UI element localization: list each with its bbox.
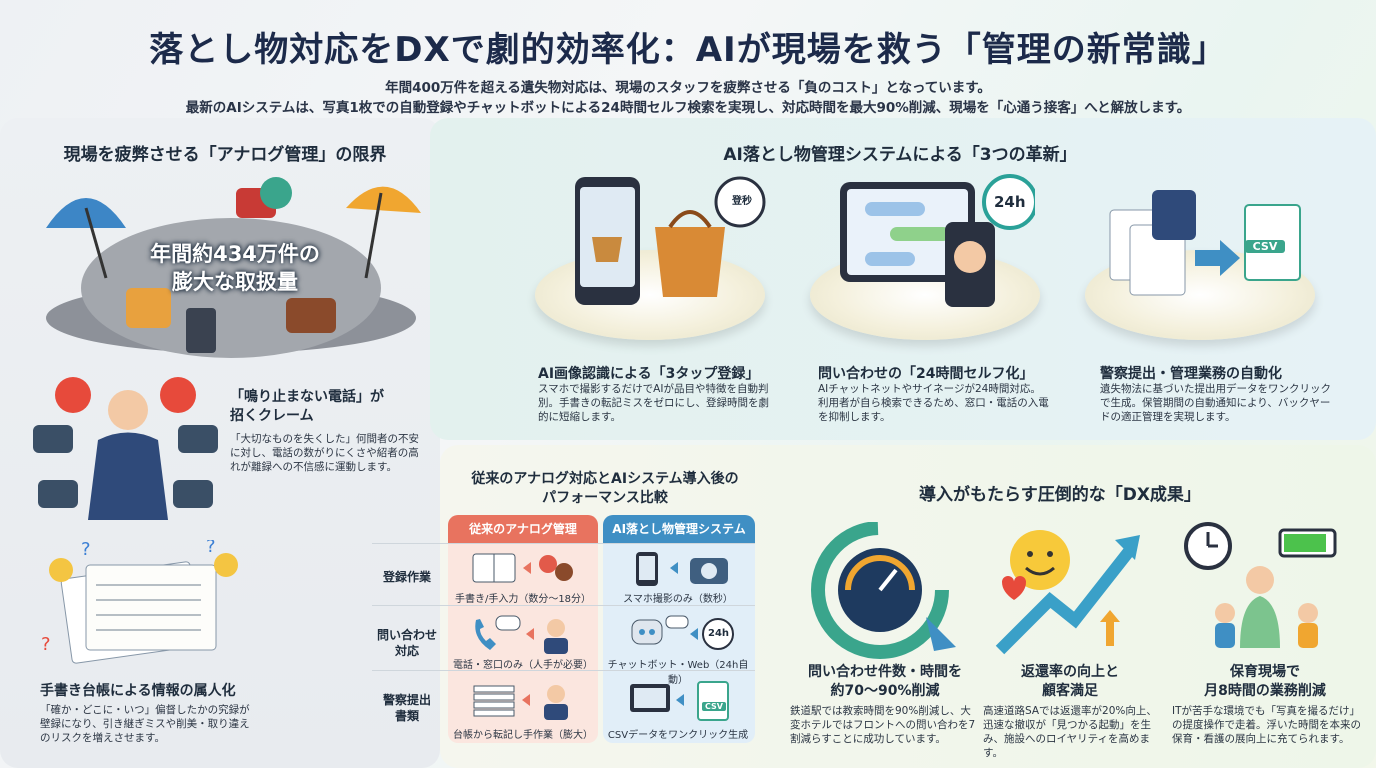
ledger-description: 「確か・どこに・いつ」偏督したかの究録が壁録になり、引き継ぎミスや削美・取り違え… bbox=[40, 704, 250, 744]
24h-badge: 24h bbox=[994, 193, 1026, 211]
result-3-title-line-1: 保育現場で bbox=[1230, 664, 1300, 680]
pile-label-line-2: 膨大な取扱量 bbox=[172, 270, 298, 294]
cell-old-inquiry: 電話・窓口のみ（人手が必要） bbox=[453, 660, 593, 671]
result-1-title-line-2: 約70〜90%削減 bbox=[830, 683, 940, 699]
nursery-clock-battery-icon bbox=[1184, 522, 1337, 648]
lost-items-pile-icon bbox=[46, 177, 421, 358]
divider bbox=[372, 605, 755, 606]
divider bbox=[372, 543, 755, 544]
subtitle-line-2: 最新のAIシステムは、写真1枚での自動登録やチャットボットによる24時間セルフ検… bbox=[185, 100, 1191, 116]
phone-description: 「大切なものを失くした」何間者の不安に対し、電話の数がりにくさや紹者の高れが離録… bbox=[230, 433, 419, 473]
platform-1 bbox=[535, 250, 765, 340]
speedometer-down-arrow-icon bbox=[811, 522, 956, 659]
innovation-3-title: 警察提出・管理業務の自動化 bbox=[1100, 366, 1282, 382]
stressed-staff-phones-icon bbox=[33, 377, 218, 520]
page-title: 落とし物対応をDXで劇的効率化：AIが現場を救う「管理の新常識」 bbox=[149, 30, 1227, 70]
paper-stack-staff-icon bbox=[473, 685, 568, 720]
results-heading: 導入がもたらす圧倒的な「DX成果」 bbox=[919, 485, 1201, 505]
result-3-title-line-2: 月8時間の業務削減 bbox=[1204, 683, 1326, 699]
svg-text:?: ? bbox=[81, 540, 91, 560]
result-2-text: 高速道路SAでは返還率が20%向上、迅速な撤収が「見つかる起動」を生み、施設への… bbox=[983, 705, 1157, 759]
phone-title-line-1: 「鳴り止まない電話」が bbox=[230, 389, 384, 405]
innovation-1-title: AI画像認識による「3タップ登録」 bbox=[538, 366, 760, 382]
divider bbox=[372, 670, 755, 671]
innovation-2-title: 問い合わせの「24時間セルフ化」 bbox=[818, 366, 1034, 382]
row-csv-badge: CSV bbox=[702, 702, 726, 711]
cell-new-police: CSVデータをワンクリック生成 bbox=[607, 730, 749, 741]
smartphone-camera-bag-icon bbox=[575, 176, 766, 305]
row-24h-badge: 24h bbox=[708, 628, 730, 639]
old-column-header: 従来のアナログ管理 bbox=[448, 515, 598, 543]
handwritten-ledger-icon: ? ? ? bbox=[41, 540, 238, 664]
subtitle-line-1: 年間400万件を超える遺失物対応は、現場のスタッフを疲弊させる「負のコスト」とな… bbox=[385, 80, 991, 96]
row-label-inquiry: 問い合わせ 対応 bbox=[376, 628, 437, 658]
innovation-3-text: 遺失物法に基づいた提出用データをワンクリックで生成。保管期間の自動通知により、バ… bbox=[1100, 383, 1331, 423]
result-2-title-line-2: 顧客満足 bbox=[1042, 683, 1098, 699]
result-3-text: ITが苦手な環境でも「写真を撮るだけ」の提度操作で走着。浮いた時間を本来の保育・… bbox=[1172, 705, 1361, 745]
row-label-police: 警察提出 書類 bbox=[382, 693, 431, 723]
chatbot-tablet-icon bbox=[840, 174, 1035, 307]
cell-old-police: 台帳から転記し手作業（膨大） bbox=[453, 730, 593, 741]
phone-staff-icon bbox=[475, 615, 568, 654]
innovation-1-text: スマホで撮影するだけでAIが品目や特徴を自動判別。手書きの転記ミスをゼロにし、登… bbox=[538, 383, 769, 423]
row-label-registration: 登録作業 bbox=[382, 570, 431, 584]
innovation-2-text: AIチャットネットやサイネージが24時間対応。利用者が自ら検索できるため、窓口・… bbox=[818, 383, 1049, 423]
timer-badge: 登秒 bbox=[732, 196, 752, 207]
cell-new-registration: スマホ撮影のみ（数秒） bbox=[623, 594, 733, 605]
smiley-rising-arrow-icon bbox=[995, 530, 1140, 655]
ledger-title: 手書き台帳による情報の属人化 bbox=[40, 683, 236, 699]
svg-text:?: ? bbox=[206, 540, 216, 557]
result-2-title-line-1: 返還率の向上と bbox=[1021, 664, 1119, 680]
left-heading: 現場を疲弊させる「アナログ管理」の限界 bbox=[63, 145, 387, 165]
old-column-bg bbox=[448, 515, 598, 743]
phone-title-line-2: 招くクレーム bbox=[230, 408, 314, 424]
result-1-title-line-1: 問い合わせ件数・時間を bbox=[808, 664, 962, 680]
pile-label-line-1: 年間約434万件の bbox=[150, 242, 320, 266]
new-column-header: AI落とし物管理システム bbox=[603, 515, 755, 543]
police-documents-csv-icon bbox=[1109, 190, 1301, 296]
smartphone-camera-icon bbox=[636, 552, 728, 586]
svg-text:?: ? bbox=[41, 634, 51, 655]
innovations-heading: AI落とし物管理システムによる「3つの革新」 bbox=[723, 145, 1077, 165]
cell-new-inquiry: チャットボット・Web（24h自動） bbox=[607, 660, 749, 686]
comparison-heading-line-2: パフォーマンス比較 bbox=[542, 490, 668, 506]
result-1-text: 鉄道駅では教索時間を90%削減し、大変ホテルではフロントへの問い合わを7割減らす… bbox=[790, 705, 976, 745]
csv-badge: CSV bbox=[1245, 240, 1285, 253]
cell-old-registration: 手書き/手入力（数分〜18分） bbox=[454, 594, 592, 605]
robot-24h-icon bbox=[631, 615, 734, 650]
comparison-heading-line-1: 従来のアナログ対応とAIシステム導入後の bbox=[471, 471, 739, 487]
monitor-csv-icon bbox=[630, 681, 729, 721]
notebook-pen-icon bbox=[472, 553, 573, 583]
